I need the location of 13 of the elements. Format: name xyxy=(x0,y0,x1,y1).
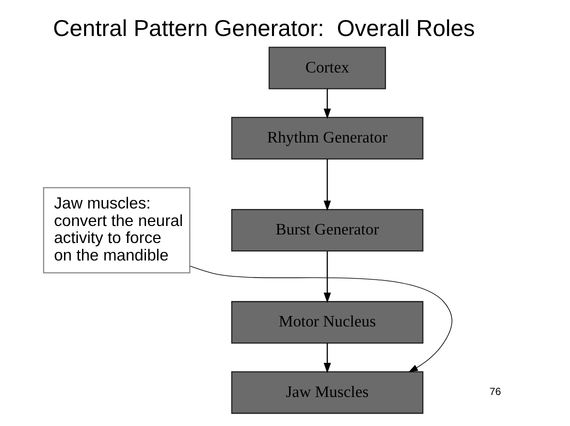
node-box: Cortex xyxy=(268,46,386,90)
arrow xyxy=(324,251,331,304)
arrow xyxy=(324,343,331,374)
node-box: Jaw Muscles xyxy=(231,371,424,414)
arrow xyxy=(324,159,331,211)
arrow xyxy=(190,266,452,372)
node-box: Burst Generator xyxy=(231,208,424,252)
arrow xyxy=(324,88,331,119)
node-box: Motor Nucleus xyxy=(231,301,424,344)
node-box: Rhythm Generator xyxy=(231,116,424,160)
node-box: Jaw muscles: convert the neural activity to force on the mandible xyxy=(43,187,190,274)
diagram-title: Central Pattern Generator: Overall Roles xyxy=(53,14,475,41)
label: 76 xyxy=(490,387,502,398)
